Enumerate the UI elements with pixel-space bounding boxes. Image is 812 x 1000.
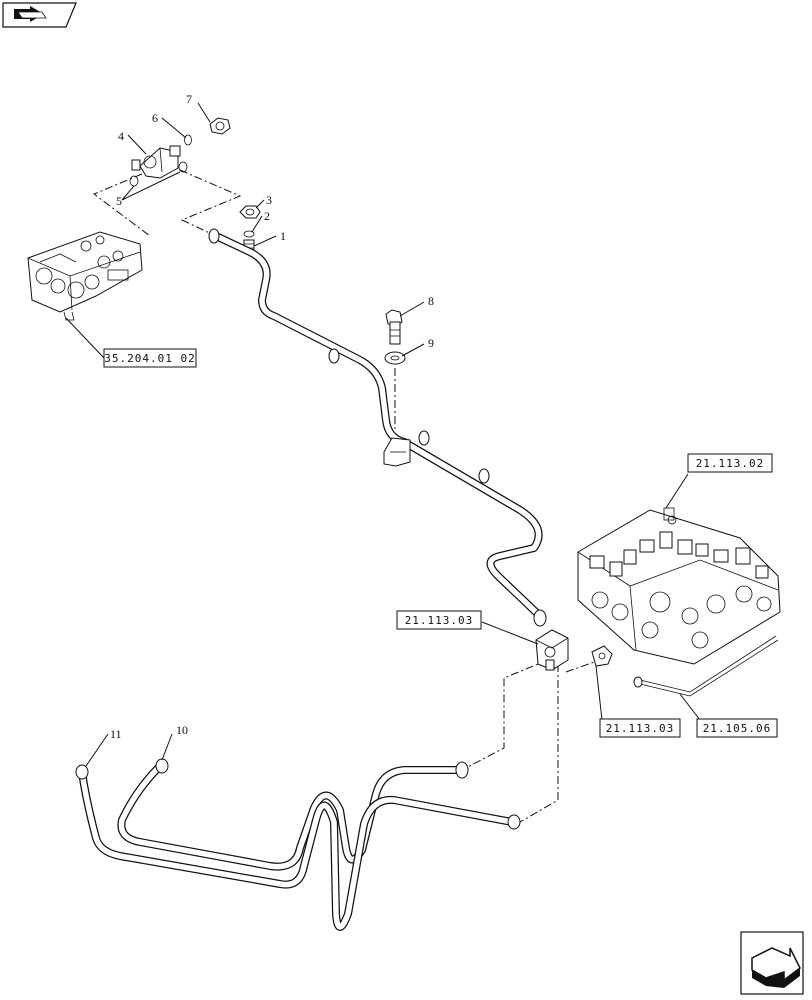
item-number-7: 7 — [186, 92, 192, 106]
back-arrow-icon[interactable] — [2, 2, 77, 28]
lower-pipe-item-10 — [117, 758, 469, 871]
washer-item-2 — [243, 230, 255, 238]
pipe-clamp — [383, 437, 411, 467]
callout-21-113-02[interactable]: 21.113.02 — [687, 453, 773, 473]
item-leaders — [85, 102, 425, 767]
main-control-valve-right — [577, 507, 781, 665]
lubrication-tube — [633, 635, 779, 697]
callout-21-105-06[interactable]: 21.105.06 — [696, 718, 778, 738]
svg-text:35.204.01 02: 35.204.01 02 — [104, 352, 195, 365]
item-number-labels: 7 6 4 5 3 2 1 8 9 10 11 — [110, 92, 434, 741]
item-number-2: 2 — [264, 209, 270, 223]
item-number-5: 5 — [116, 194, 122, 208]
washer-item-9 — [384, 351, 406, 365]
sensor-fitting — [591, 645, 613, 667]
tee-fitting-center — [535, 629, 569, 671]
callout-21-113-03-b[interactable]: 21.113.03 — [599, 718, 681, 738]
nut-item-7 — [209, 117, 231, 135]
bolt-item-8 — [385, 309, 403, 345]
callout-35-204-01-02[interactable]: 35.204.01 02 — [103, 348, 197, 368]
svg-text:21.113.03: 21.113.03 — [606, 722, 675, 735]
item-number-6: 6 — [152, 111, 158, 125]
item-number-9: 9 — [428, 336, 434, 350]
svg-text:21.113.02: 21.113.02 — [696, 457, 765, 470]
svg-text:21.113.03: 21.113.03 — [405, 614, 474, 627]
item-number-4: 4 — [118, 129, 124, 143]
next-page-arrow-icon[interactable] — [740, 931, 804, 995]
item-number-8: 8 — [428, 294, 434, 308]
assembly-lines — [93, 169, 601, 823]
item-number-11: 11 — [110, 727, 122, 741]
item-number-3: 3 — [266, 193, 272, 207]
upper-hydraulic-pipe — [208, 228, 547, 627]
item-number-1: 1 — [280, 229, 286, 243]
o-ring-item-5a — [129, 175, 139, 187]
tee-fitting-item-4 — [131, 145, 181, 179]
control-valve-block-left — [27, 231, 143, 321]
svg-text:21.105.06: 21.105.06 — [703, 722, 772, 735]
o-ring-item-6 — [184, 134, 192, 146]
o-ring-item-5b — [178, 161, 188, 173]
nut-item-3 — [239, 205, 261, 219]
item-number-10: 10 — [176, 723, 188, 737]
callout-21-113-03-a[interactable]: 21.113.03 — [396, 610, 482, 630]
lower-pipe-item-11 — [75, 764, 521, 931]
